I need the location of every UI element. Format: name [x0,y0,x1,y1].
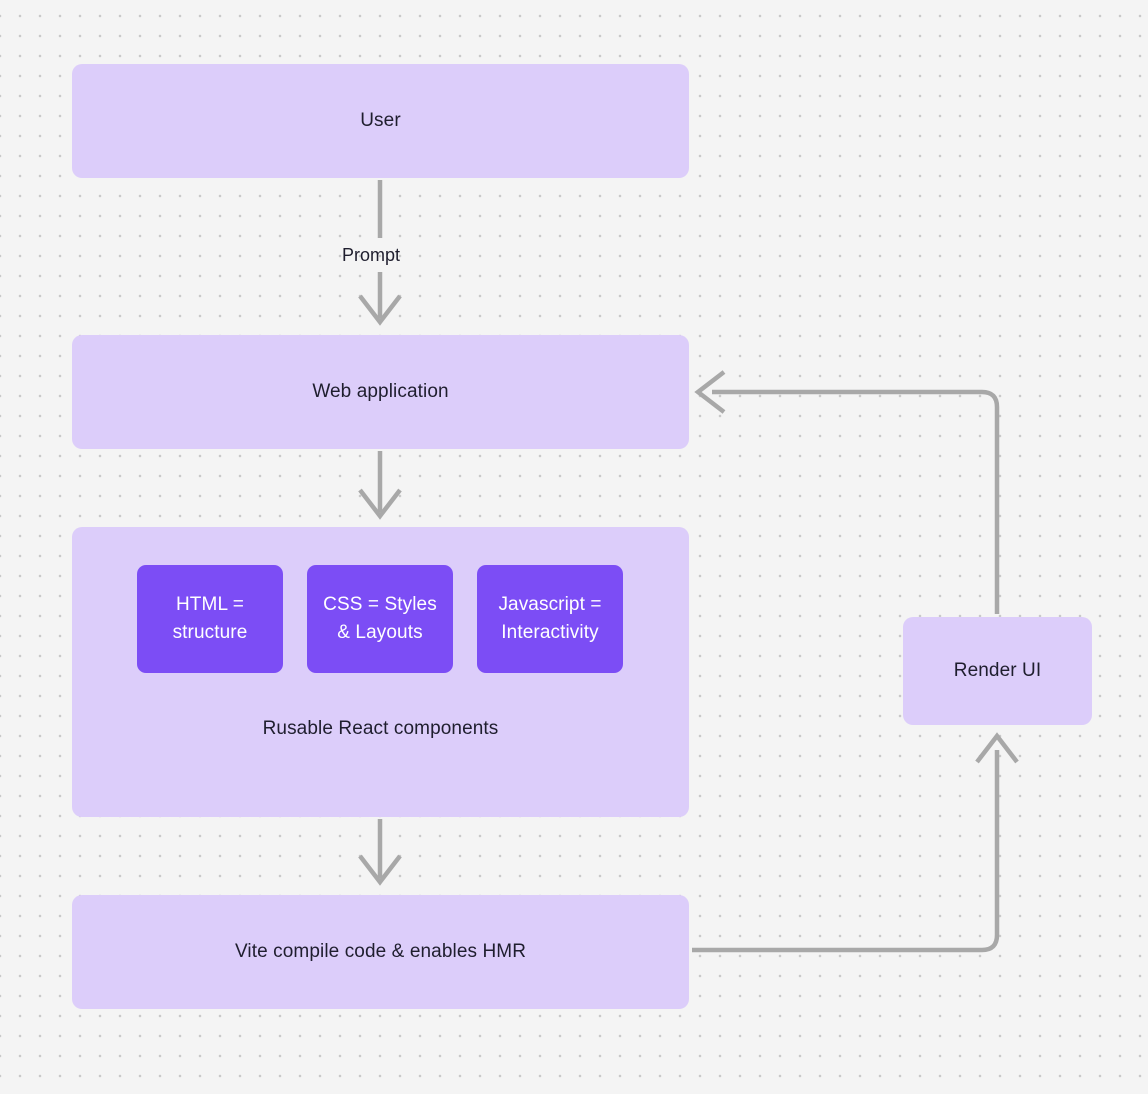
node-user[interactable]: User [72,64,689,178]
node-react-components[interactable]: HTML = structure CSS = Styles & Layouts … [72,527,689,817]
node-render-ui[interactable]: Render UI [903,617,1092,725]
inner-box-javascript[interactable]: Javascript = Interactivity [477,565,623,673]
inner-box-html-label: HTML = structure [172,593,248,644]
edge-components-to-vite [358,819,402,886]
edge-vite-to-render [692,732,1019,953]
inner-box-css-label: CSS = Styles & Layouts [323,593,437,644]
edge-webapp-to-components [358,451,402,520]
edge-user-to-webapp [358,180,402,326]
node-render-ui-label: Render UI [953,659,1042,681]
inner-box-javascript-label: Javascript = Interactivity [498,593,602,644]
node-vite[interactable]: Vite compile code & enables HMR [72,895,689,1009]
node-web-application-label: Web application [312,380,449,402]
node-web-application[interactable]: Web application [72,335,689,449]
react-components-caption: Rusable React components [262,718,499,739]
inner-box-css[interactable]: CSS = Styles & Layouts [307,565,453,673]
node-user-label: User [360,109,401,131]
inner-boxes-row: HTML = structure CSS = Styles & Layouts … [72,527,689,817]
edge-label-prompt: Prompt [342,245,401,265]
inner-box-html[interactable]: HTML = structure [137,565,283,673]
node-vite-label: Vite compile code & enables HMR [234,940,527,962]
edge-render-to-webapp [694,370,1000,614]
